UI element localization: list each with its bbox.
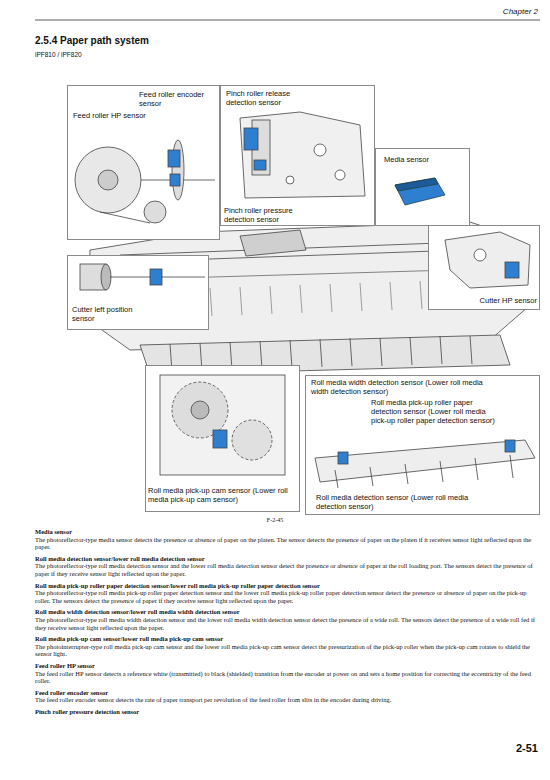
- paragraph-text: The photoreflector-type roll media detec…: [35, 562, 535, 577]
- section-title: 2.5.4 Paper path system: [35, 35, 149, 46]
- sensor-label: Pinch roller pressure detection sensor: [224, 206, 320, 224]
- inset-frame: Media sensor: [375, 148, 470, 226]
- sensor-label: Feed roller encoder sensor: [139, 90, 207, 108]
- feed-roller-inset-part: [172, 140, 184, 200]
- paragraph-text: The photoreflector-type roll media width…: [35, 616, 535, 631]
- inset-grounds-part: [67, 85, 220, 240]
- pick-up-cam-inset: [160, 375, 285, 475]
- inset-frame: Pinch roller release detection sensorPin…: [220, 85, 375, 226]
- paragraph-text: The feed roller HP sensor detects a refe…: [35, 670, 535, 685]
- paragraph-heading: Feed roller encoder sensor: [35, 689, 535, 697]
- feed-roller-inset-part: [75, 147, 141, 213]
- paragraph-text: The photointerrupter-type roll media pic…: [35, 643, 535, 658]
- inset-grounds-part: [67, 255, 209, 330]
- media-sensor-inset-part: [395, 178, 438, 191]
- inset-grounds-part: [305, 375, 540, 515]
- roll-media-inset-part: [335, 455, 513, 488]
- inset-frame: Roll media pick-up cam sensor (Lower rol…: [145, 365, 300, 512]
- chapter-header: Chapter 2: [503, 7, 538, 16]
- sensor-label: Roll media pick-up cam sensor (Lower rol…: [148, 486, 299, 504]
- sensor-label: Roll media detection sensor (Lower roll …: [316, 493, 476, 511]
- roll-media-inset: [315, 440, 535, 488]
- paragraph-heading: Pinch roller pressure detection sensor: [35, 708, 535, 716]
- inset-grounds: [67, 85, 540, 515]
- paragraph-text: The photoreflector-type media sensor det…: [35, 536, 535, 551]
- sensor-label: Media sensor: [384, 155, 464, 164]
- pick-up-cam-inset-part: [191, 401, 209, 419]
- inset-frame: Roll media width detection sensor (Lower…: [305, 375, 540, 515]
- feed-roller-inset-part: [168, 150, 180, 167]
- paragraph-text: The photoreflector-type roll media pick-…: [35, 589, 535, 604]
- cutter-left-inset-part: [101, 264, 111, 290]
- pick-up-cam-inset-part: [213, 430, 227, 448]
- inset-frame: Feed roller encoder sensorFeed roller HP…: [67, 85, 220, 240]
- roll-media-inset-part: [338, 452, 348, 464]
- cutter-hp-inset-part: [474, 249, 486, 261]
- feed-roller-inset: [75, 140, 215, 223]
- paragraph-heading: Media sensor: [35, 528, 535, 536]
- media-sensor-inset: [395, 178, 445, 205]
- sensor-label: Feed roller HP sensor: [73, 111, 183, 120]
- paragraph-heading: Roll media detection sensor/lower roll m…: [35, 555, 535, 563]
- printer-mechanism-part: [240, 230, 306, 256]
- model-names: iPF810 / iPF820: [35, 51, 82, 58]
- sensor-label: Pinch roller release detection sensor: [226, 89, 318, 107]
- feed-roller-inset-part: [170, 174, 180, 186]
- pick-up-cam-inset-part: [160, 375, 285, 475]
- pinch-roller-inset-part: [254, 160, 266, 170]
- cutter-hp-inset: [445, 232, 530, 288]
- roll-media-inset-part: [505, 440, 515, 452]
- pinch-roller-inset: [240, 112, 365, 198]
- paragraph-heading: Feed roller HP sensor: [35, 662, 535, 670]
- figure-caption: F-2-45: [0, 517, 550, 523]
- cutter-hp-inset-part: [505, 262, 519, 278]
- cutter-hp-inset-part: [445, 232, 530, 288]
- header-rule: [35, 20, 540, 21]
- cutter-left-inset-part: [150, 269, 162, 285]
- pinch-roller-inset-part: [335, 170, 345, 180]
- feed-roller-inset-part: [144, 201, 166, 223]
- pick-up-cam-inset-part: [232, 420, 272, 460]
- inset-grounds-part: [220, 85, 375, 225]
- sensor-label: Cutter HP sensor: [449, 296, 537, 305]
- feed-roller-inset-part: [98, 170, 118, 190]
- media-sensor-inset-part: [395, 178, 445, 205]
- paragraph-heading: Roll media pick-up cam sensor/lower roll…: [35, 635, 535, 643]
- inset-frame: Cutter HP sensor: [428, 225, 540, 310]
- pinch-roller-inset-part: [314, 144, 326, 156]
- feed-roller-inset-part: [100, 212, 150, 223]
- cutter-left-inset: [80, 264, 205, 290]
- sensor-label: Cutter left position sensor: [72, 305, 140, 323]
- paragraph-heading: Roll media width detection sensor/lower …: [35, 608, 535, 616]
- paragraph-heading: Roll media pick-up roller paper detectio…: [35, 582, 535, 590]
- inset-frame: Cutter left position sensor: [67, 255, 209, 330]
- roll-media-inset-part: [315, 440, 535, 482]
- inset-grounds-part: [375, 148, 470, 226]
- inset-grounds-part: [428, 225, 540, 310]
- pinch-roller-inset-part: [244, 128, 258, 150]
- page-number: 2-51: [516, 742, 538, 754]
- sensor-label: Roll media pick-up roller paper detectio…: [371, 398, 503, 425]
- header-rule-part: [35, 20, 540, 21]
- inset-grounds-part: [145, 365, 300, 512]
- paragraph-text: The feed roller encoder sensor detects t…: [35, 696, 535, 704]
- pinch-roller-inset-part: [286, 176, 294, 184]
- sensor-label: Roll media width detection sensor (Lower…: [311, 378, 486, 396]
- pinch-roller-inset-part: [240, 112, 365, 198]
